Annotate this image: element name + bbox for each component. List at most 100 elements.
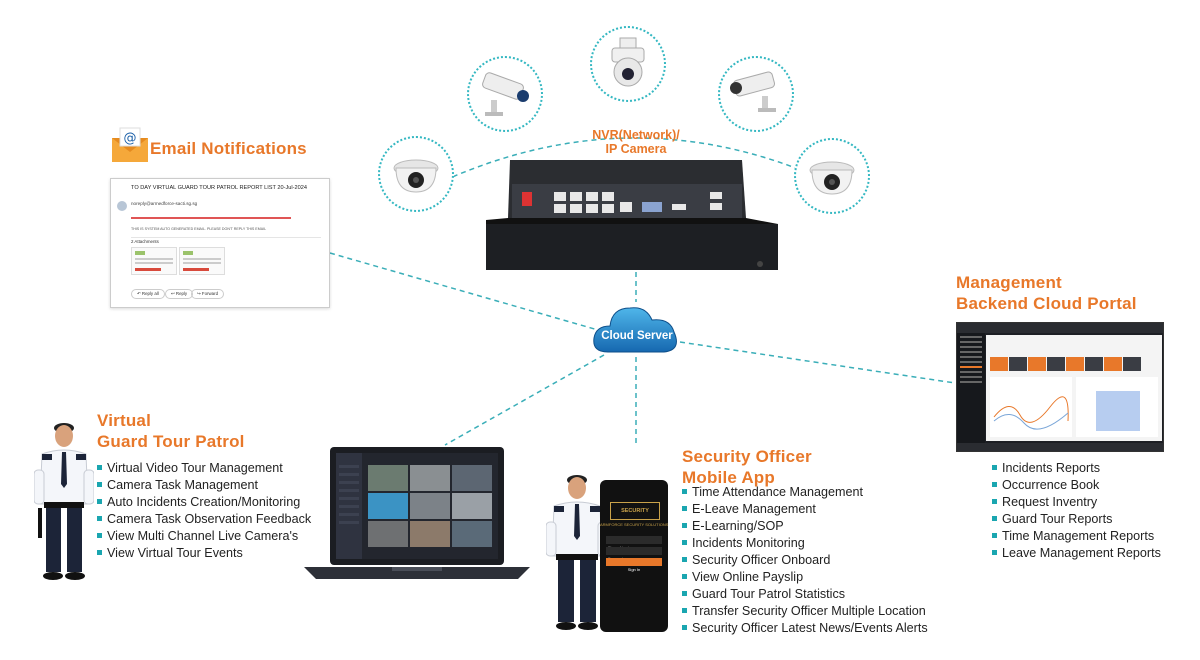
portal-taskbar (957, 443, 1163, 451)
camera-circle-2 (467, 56, 543, 132)
dome-camera-icon (393, 159, 439, 193)
virtual-item-label: Virtual Video Tour Management (107, 461, 283, 475)
mobile-item: Time Attendance Management (682, 484, 928, 501)
forward-label: Forward (201, 291, 219, 296)
virtual-item: Camera Task Observation Feedback (97, 511, 311, 528)
mobile-item: Security Officer Onboard (682, 552, 928, 569)
management-item-label: Time Management Reports (1002, 529, 1155, 543)
mobile-title-line1: Security Officer (682, 447, 812, 466)
nvr-label-line2: IP Camera (605, 142, 667, 156)
mobile-item: E-Learning/SOP (682, 518, 928, 535)
mobile-title: Security Officer Mobile App (682, 446, 812, 488)
management-item-label: Occurrence Book (1002, 478, 1100, 492)
portal-content (986, 335, 1162, 441)
mobile-item: Transfer Security Officer Multiple Locat… (682, 603, 928, 620)
sign-in-button[interactable]: Sign In (606, 558, 662, 572)
management-item-label: Leave Management Reports (1002, 546, 1161, 560)
dome-camera-icon (809, 161, 855, 195)
mobile-list: Time Attendance Management E-Leave Manag… (682, 484, 928, 637)
mobile-item-label: Incidents Monitoring (692, 536, 805, 550)
mobile-item-label: E-Learning/SOP (692, 519, 784, 533)
email-icon: @ (112, 127, 148, 162)
mobile-phone: SECURITY ARMFORCE SECURITY SOLUTIONS Pho… (600, 480, 668, 632)
virtual-item-label: View Virtual Tour Events (107, 546, 243, 560)
mobile-item: Guard Tour Patrol Statistics (682, 586, 928, 603)
management-title: Management Backend Cloud Portal (956, 272, 1137, 314)
camera-circle-3 (590, 26, 666, 102)
phone-logo: SECURITY (610, 502, 660, 520)
forward-button[interactable]: ↪ Forward (191, 289, 225, 299)
email-auto-note: THIS IS SYSTEM AUTO GENERATED EMAIL. PLE… (131, 227, 267, 231)
attachment-thumb-1[interactable] (131, 247, 177, 275)
portal-line-chart (990, 377, 1072, 437)
mobile-item-label: E-Leave Management (692, 502, 816, 516)
mobile-item-label: Security Officer Onboard (692, 553, 831, 567)
security-guard-figure (546, 475, 608, 630)
virtual-item: View Multi Channel Live Camera's (97, 528, 311, 545)
mobile-item-label: Guard Tour Patrol Statistics (692, 587, 846, 601)
virtual-item: Camera Task Management (97, 477, 311, 494)
mobile-item: Incidents Monitoring (682, 535, 928, 552)
phone-company: ARMFORCE SECURITY SOLUTIONS (600, 522, 668, 527)
management-title-line2: Backend Cloud Portal (956, 294, 1137, 313)
mobile-item-label: Time Attendance Management (692, 485, 864, 499)
email-attachments: 2 Attachments (131, 239, 159, 244)
line-cloud-email (329, 252, 599, 331)
line-cloud-portal (679, 341, 956, 384)
virtual-item-label: Camera Task Management (107, 478, 258, 492)
management-item: Time Management Reports (992, 528, 1161, 545)
security-guard-figure (34, 423, 94, 580)
virtual-item: Virtual Video Tour Management (97, 460, 311, 477)
mobile-item-label: Transfer Security Officer Multiple Locat… (692, 604, 926, 618)
email-sender: noreply@armedforce-sacti.sg.sg (131, 201, 198, 206)
management-item: Guard Tour Reports (992, 511, 1161, 528)
virtual-list: Virtual Video Tour Management Camera Tas… (97, 460, 311, 562)
mobile-item-label: Security Officer Latest News/Events Aler… (692, 621, 928, 635)
reply-label: Reply (175, 291, 188, 296)
bullet-camera-icon (730, 71, 776, 112)
virtual-item-label: Auto Incidents Creation/Monitoring (107, 495, 301, 509)
management-list: Incidents Reports Occurrence Book Reques… (992, 460, 1161, 562)
mobile-item: E-Leave Management (682, 501, 928, 518)
svg-text:@: @ (124, 131, 137, 146)
management-title-line1: Management (956, 273, 1062, 292)
email-body-line (131, 217, 291, 219)
mobile-title-line2: Mobile App (682, 468, 775, 487)
management-item-label: Request Inventry (1002, 495, 1098, 509)
email-avatar (117, 201, 127, 211)
email-title: Email Notifications (150, 139, 307, 158)
virtual-item: View Virtual Tour Events (97, 545, 311, 562)
mobile-item: Security Officer Latest News/Events Aler… (682, 620, 928, 637)
management-item: Leave Management Reports (992, 545, 1161, 562)
email-preview: TO DAY VIRTUAL GUARD TOUR PATROL REPORT … (110, 178, 330, 308)
nvr-device (486, 160, 778, 270)
line-cloud-laptop (444, 354, 605, 446)
cloud-server-label: Cloud Server (601, 330, 673, 342)
reply-button[interactable]: ↩ Reply (165, 289, 194, 299)
portal-sidebar (957, 333, 985, 443)
management-item: Request Inventry (992, 494, 1161, 511)
nvr-label: NVR(Network)/ IP Camera (560, 128, 712, 156)
email-subject: TO DAY VIRTUAL GUARD TOUR PATROL REPORT … (131, 185, 307, 191)
laptop-device (304, 447, 530, 579)
management-item-label: Incidents Reports (1002, 461, 1101, 475)
portal-bar-chart (1076, 377, 1158, 437)
email-divider (131, 237, 321, 238)
nvr-label-line1: NVR(Network)/ (592, 128, 680, 142)
virtual-item-label: View Multi Channel Live Camera's (107, 529, 299, 543)
virtual-item: Auto Incidents Creation/Monitoring (97, 494, 311, 511)
phone-number-input[interactable]: Phone Number (606, 536, 662, 550)
portal-screenshot (956, 322, 1164, 452)
attachment-thumb-2[interactable] (179, 247, 225, 275)
virtual-item-label: Camera Task Observation Feedback (107, 512, 312, 526)
camera-circle-4 (718, 56, 794, 132)
management-item: Occurrence Book (992, 477, 1161, 494)
ptz-camera-icon (611, 37, 645, 87)
mobile-item-label: View Online Payslip (692, 570, 804, 584)
portal-topbar (957, 323, 1163, 333)
reply-all-label: Reply all (141, 291, 159, 296)
mobile-item: View Online Payslip (682, 569, 928, 586)
virtual-title: Virtual Guard Tour Patrol (97, 410, 245, 452)
reply-all-button[interactable]: ↶ Reply all (131, 289, 165, 299)
passcode-input[interactable]: Passcode (606, 547, 662, 561)
